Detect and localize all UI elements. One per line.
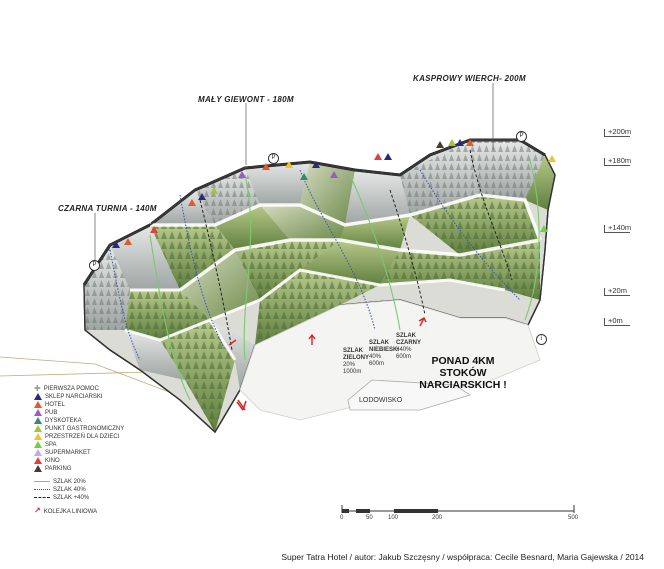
scale-label: 500 <box>568 515 579 521</box>
elevation-label: +200m <box>608 127 632 136</box>
legend-item: DYSKOTEKA <box>34 417 82 425</box>
info-icon[interactable]: P <box>268 153 279 164</box>
amenity-flags <box>112 139 556 248</box>
scale-label: 0 <box>340 515 344 521</box>
legend-trail-item: SZLAK 40% <box>34 486 86 494</box>
parking-icon <box>34 465 42 472</box>
info-icon[interactable]: P <box>516 131 527 142</box>
cable-lift-markers <box>228 317 427 411</box>
scale-label: 200 <box>432 515 443 521</box>
trail-label-green: SZLAK ZIELONY 20% 1000m <box>343 348 370 375</box>
peak-leaders <box>94 83 494 262</box>
legend-item: PARKING <box>34 465 72 473</box>
peak-label-kasprowy: KASPROWY WIERCH- 200M <box>413 74 526 83</box>
legend-item: SPA <box>34 441 57 449</box>
trail-label-blue: SZLAK NIEBIESKI 40% 600m <box>369 340 400 367</box>
restaurant-icon <box>34 425 42 432</box>
headline: PONAD 4KM STOKÓW NARCIARSKICH ! <box>419 355 507 391</box>
ice-rink-label: LODOWISKO <box>359 397 403 404</box>
kids-icon <box>34 433 42 440</box>
black-trail-line-icon <box>34 496 50 498</box>
ski-shop-icon <box>34 393 42 400</box>
peak-label-czarna-turnia: CZARNA TURNIA - 140M <box>58 204 157 213</box>
legend-item: KINO <box>34 457 60 465</box>
cinema-icon <box>34 457 42 464</box>
hotel-icon <box>34 401 42 408</box>
legend-lift-item: ↗KOLEJKA LINIOWA <box>34 506 98 516</box>
scale-label: 50 <box>366 515 373 521</box>
elevation-label: +140m <box>608 223 632 232</box>
legend-item: PRZESTRZEŃ DLA DZIECI <box>34 433 119 441</box>
green-trail-line-icon <box>34 480 50 482</box>
pub-icon <box>34 409 42 416</box>
blue-trail-line-icon <box>34 488 50 490</box>
scale-bar <box>341 505 575 513</box>
elevation-label: +0m <box>608 316 623 325</box>
credits-footer: Super Tatra Hotel / autor: Jakub Szczęsn… <box>281 552 644 562</box>
info-icon[interactable]: i <box>536 334 547 345</box>
supermarket-icon <box>34 449 42 456</box>
elevation-label: +20m <box>608 286 627 295</box>
legend-item: HOTEL <box>34 401 65 409</box>
disco-icon <box>34 417 42 424</box>
legend-item: SKLEP NARCIARSKI <box>34 393 103 401</box>
cable-lift-arrow-icon: ↗ <box>34 506 41 515</box>
mountain-massif <box>82 138 556 434</box>
legend-trail-item: SZLAK +40% <box>34 494 89 502</box>
scale-label: 100 <box>388 515 399 521</box>
resort-base <box>239 299 541 421</box>
first-aid-icon: ✚ <box>34 384 41 393</box>
legend-item: PUB <box>34 409 57 417</box>
legend-trail-item: SZLAK 20% <box>34 478 86 486</box>
legend-item: SUPERMARKET <box>34 449 91 457</box>
info-icon[interactable]: P <box>89 260 100 271</box>
spa-icon <box>34 441 42 448</box>
trail-label-black: SZLAK CZARNY +40% 600m <box>396 333 421 360</box>
legend-item: PUNKT GASTRONOMICZNY <box>34 425 124 433</box>
peak-label-maly-giewont: MAŁY GIEWONT - 180M <box>198 95 294 104</box>
elevation-label: +180m <box>608 156 632 165</box>
ski-trails <box>109 149 540 401</box>
legend-item: ✚PIERWSZA POMOC <box>34 384 99 393</box>
